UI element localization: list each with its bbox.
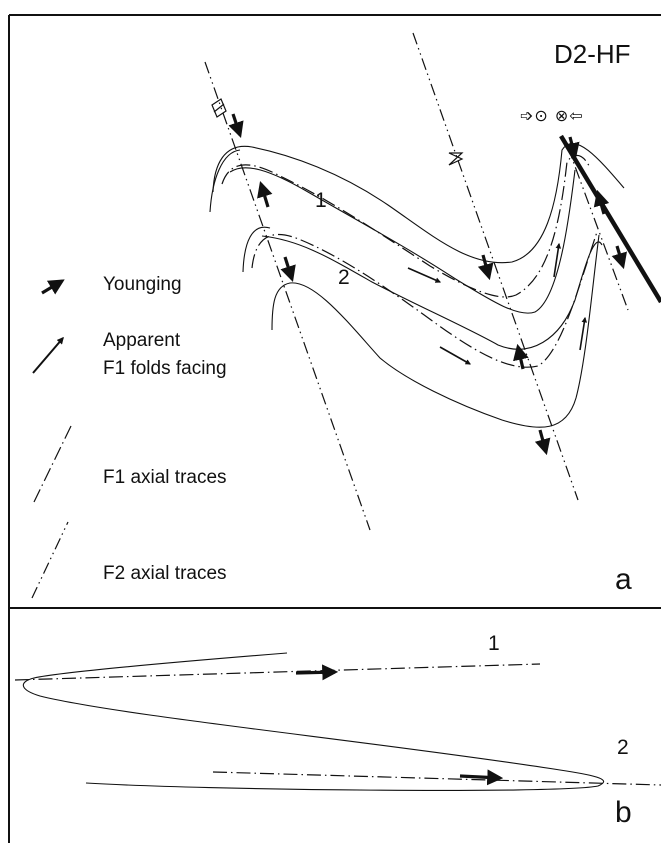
younging-arrow-3 <box>280 256 296 283</box>
younging-arrow-2 <box>257 180 273 208</box>
panel-a-diagram <box>31 32 661 599</box>
younging-arrow-9 <box>611 245 627 270</box>
bedding-upper-outer-tail <box>209 149 241 213</box>
f1-trace-surface-2 <box>251 231 598 368</box>
bedding-middle <box>261 235 603 350</box>
legend-f2-label: F2 axial traces <box>103 563 227 584</box>
surface-label-b-2: 2 <box>617 736 629 759</box>
facing-arrow-3 <box>553 242 562 278</box>
f1-trace-b-1 <box>14 663 541 681</box>
younging-arrow-4 <box>477 254 494 281</box>
legend-symbols <box>31 279 73 599</box>
legend-f1-symbol <box>33 423 73 503</box>
younging-arrow-7 <box>564 136 580 160</box>
f1-axial-traces <box>221 154 598 368</box>
legend-facing-symbol <box>32 336 64 374</box>
legend-facing-label-line2: F1 folds facing <box>103 358 227 379</box>
f2-symbol-center <box>448 152 464 166</box>
figure-title: D2-HF <box>554 39 631 69</box>
f2-fold-symbols <box>211 98 464 166</box>
legend-f2-symbol <box>31 521 69 599</box>
younging-arrow-5 <box>513 343 529 370</box>
facing-arrow-2 <box>439 346 471 365</box>
younging-arrows <box>228 113 627 456</box>
facing-arrow-4 <box>579 316 588 351</box>
panel-b-diagram <box>14 652 661 791</box>
younging-arrow-1 <box>228 113 244 139</box>
bedding-traces <box>209 143 625 428</box>
shear-sense-symbols: ➩⊙ ⊗⇦ <box>520 106 584 125</box>
bedding-middle-hinge <box>242 226 271 273</box>
surface-label-a-1: 1 <box>315 189 327 212</box>
bedding-upper-outer <box>212 143 625 264</box>
f2-trace-center <box>412 32 579 501</box>
facing-arrow-1 <box>407 267 442 283</box>
legend-younging-symbol <box>41 279 65 295</box>
legend-f1-label: F1 axial traces <box>103 467 227 488</box>
panel-b-letter: b <box>615 796 632 829</box>
legend-facing-label-line1: Apparent <box>103 330 181 351</box>
panel-a-letter: a <box>615 563 632 596</box>
f1-trace-surface-1 <box>221 154 591 298</box>
fault-d2-hf <box>559 134 661 304</box>
younging-arrow-b-1 <box>295 664 339 681</box>
surface-label-b-1: 1 <box>488 632 500 655</box>
younging-arrow-b-2 <box>459 769 504 786</box>
younging-arrow-8 <box>593 189 610 215</box>
bedding-upper-inner <box>229 167 576 314</box>
f2-trace-right <box>565 141 629 311</box>
f2-axial-traces <box>204 32 629 531</box>
bedding-lower <box>271 234 600 428</box>
legend-younging-label: Younging <box>103 274 182 295</box>
panel-frames <box>8 14 661 843</box>
f2-trace-left <box>204 61 371 531</box>
recumbent-fold-bedding <box>22 652 605 791</box>
f1-trace-b-2 <box>212 771 661 786</box>
facing-arrows <box>407 242 588 365</box>
f2-symbol-left <box>211 98 227 118</box>
surface-label-a-2: 2 <box>338 266 350 289</box>
younging-arrow-6 <box>534 429 551 456</box>
